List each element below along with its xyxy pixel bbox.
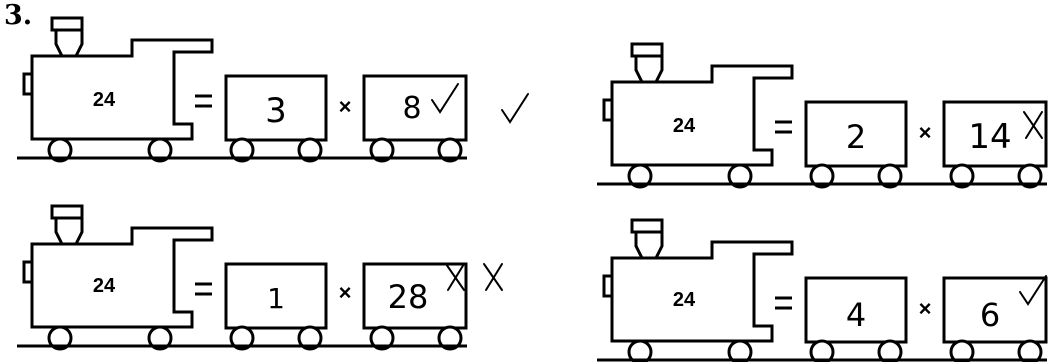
train-4-times: × [919, 296, 932, 321]
train-3-car2-x-icon [445, 263, 465, 291]
train-3-car1-value: 1 [267, 282, 285, 315]
train-3-extra-x-icon [483, 263, 503, 291]
problem-number: 3. [4, 0, 33, 31]
train-4-car2-check-icon [1019, 275, 1047, 305]
train-4: 24 = 4 × 6 [595, 218, 1049, 362]
train-4-car1-value: 4 [846, 296, 866, 334]
train-4-equals: = [784, 308, 785, 310]
train-2-car2-value: 14 [968, 117, 1011, 157]
train-2: 24 = 2 × 14 [595, 42, 1049, 189]
train-2-equals: = [784, 132, 785, 134]
train-3-equals: = [204, 294, 205, 296]
train-2-car2-x-icon [1023, 111, 1043, 139]
train-1-equals: = [204, 106, 205, 108]
train-2-drawing [595, 42, 1049, 189]
train-1: 24 = 3 × 8 [15, 16, 529, 163]
train-1-car2-check-icon [431, 83, 459, 113]
train-4-drawing [595, 218, 1049, 362]
train-3-car2-value: 28 [388, 278, 429, 316]
train-2-car1-value: 2 [846, 118, 866, 156]
train-1-car1-value: 3 [265, 91, 287, 131]
train-3-times: × [339, 280, 352, 305]
train-4-car2-value: 6 [980, 296, 1000, 334]
train-1-car2-value: 8 [402, 91, 421, 126]
train-2-times: × [919, 120, 932, 145]
train-1-times: × [339, 94, 352, 119]
train-3-engine-number: 24 [93, 275, 116, 297]
train-2-engine-number: 24 [673, 115, 696, 137]
train-1-extra-check-icon [501, 93, 529, 123]
train-3: 24 = 1 × 28 [15, 204, 503, 351]
train-4-engine-number: 24 [673, 289, 696, 311]
train-1-drawing [15, 16, 469, 163]
train-1-engine-number: 24 [93, 89, 116, 111]
